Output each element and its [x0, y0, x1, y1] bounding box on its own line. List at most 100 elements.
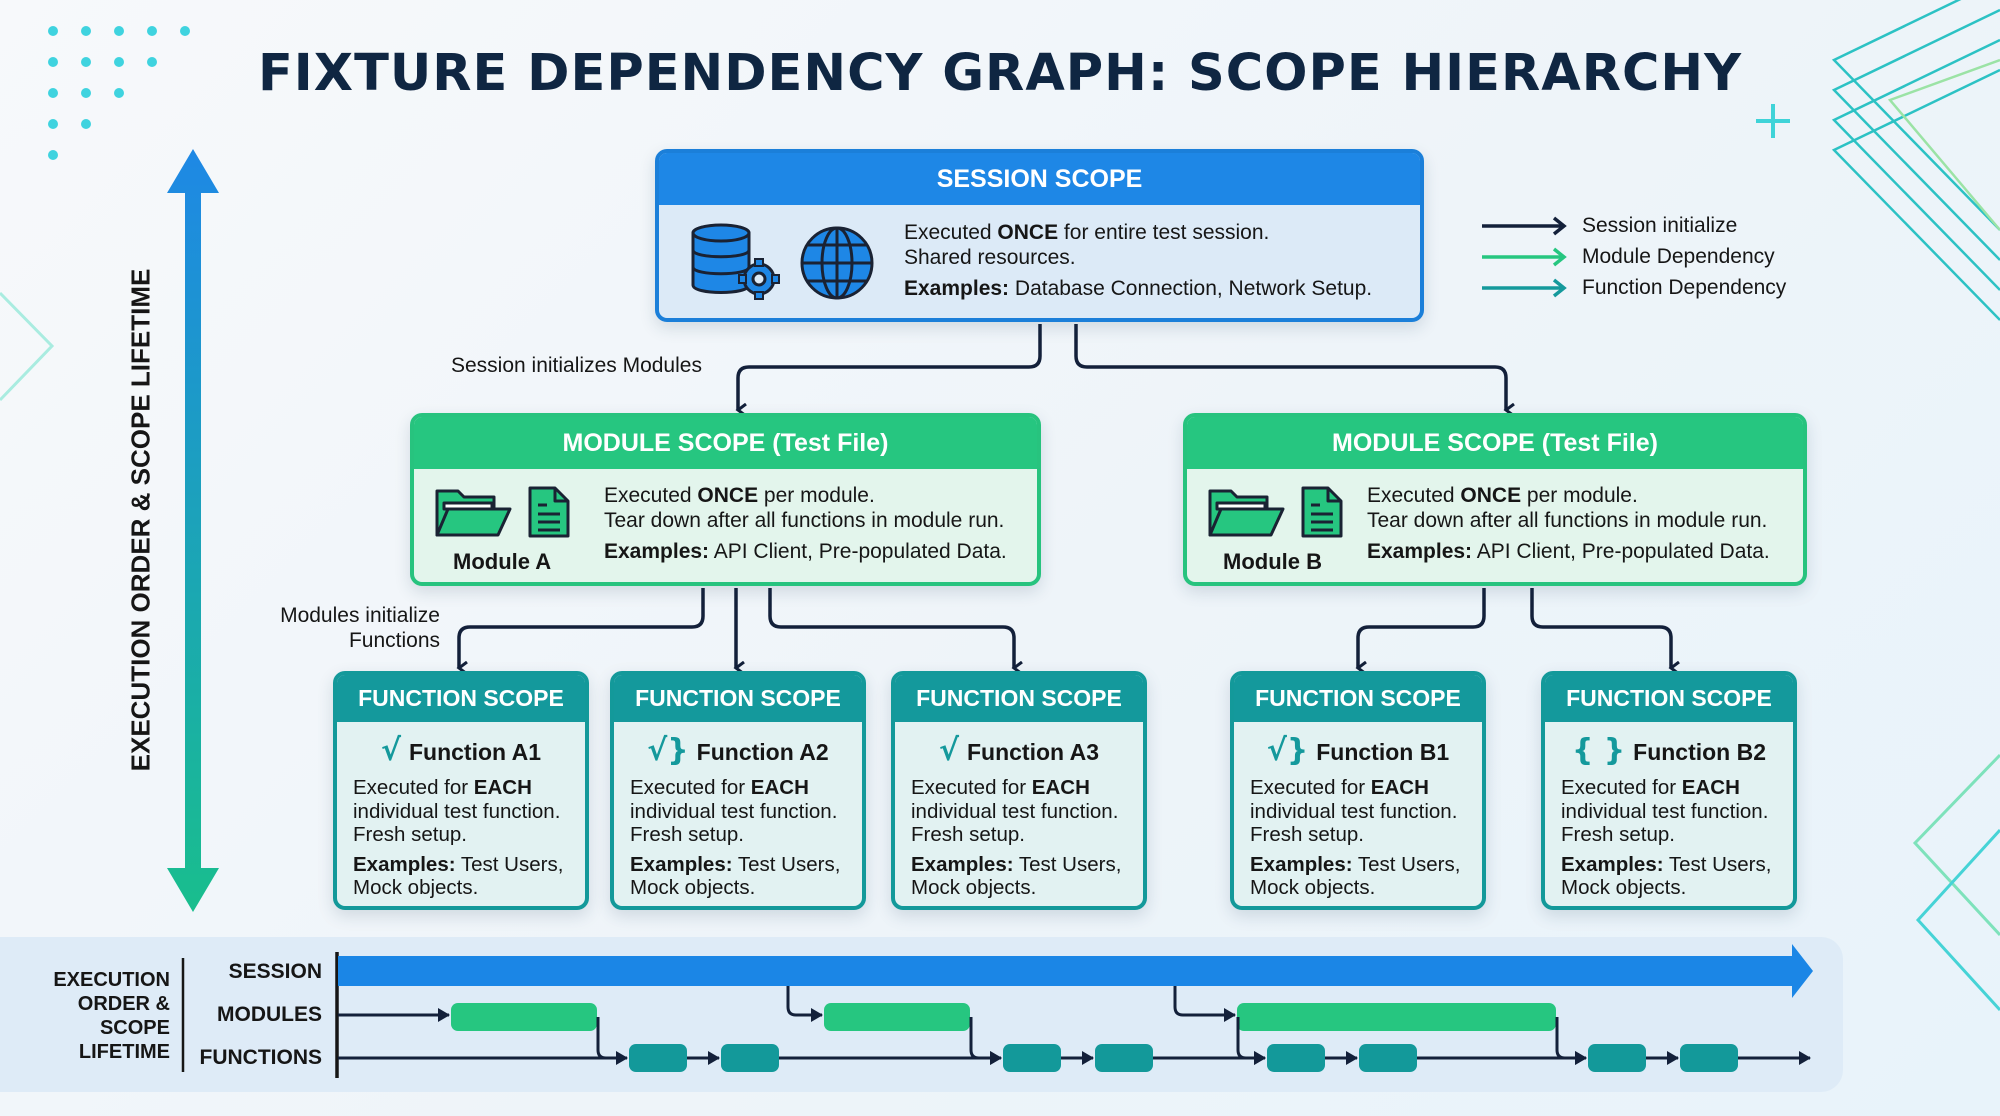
module-description: Executed ONCE per module. Tear down afte…	[604, 484, 1007, 563]
folder-icon	[435, 489, 512, 537]
decoration-dot	[180, 26, 190, 36]
document-icon	[528, 486, 570, 538]
module-scope-header: MODULE SCOPE (Test File)	[414, 417, 1037, 469]
function-title: √Function A1	[337, 733, 585, 768]
arrow-module-b-to-function-b1	[1358, 588, 1486, 668]
function-scope-header: FUNCTION SCOPE	[337, 675, 585, 722]
legend-item-module: Module Dependency	[1480, 241, 1786, 272]
function-description: Executed for EACH individual test functi…	[353, 776, 564, 899]
globe-icon	[800, 226, 874, 300]
function-glyph-icon: { }	[1571, 733, 1626, 768]
arrow-icon-module	[1482, 247, 1567, 266]
decoration-dot	[147, 26, 157, 36]
session-description: Executed ONCE for entire test session. S…	[904, 221, 1373, 300]
annotation-session-initializes-modules: Session initializes Modules	[451, 354, 702, 377]
arrow-module-a-to-function-a1	[459, 588, 705, 668]
decoration-dot	[147, 57, 157, 67]
decoration-dot	[81, 88, 91, 98]
legend-item-function: Function Dependency	[1480, 272, 1786, 303]
function-scope-header: FUNCTION SCOPE	[1545, 675, 1793, 722]
function-lifetime-block-4	[1095, 1044, 1153, 1072]
arrow-module-a-to-function-a3	[768, 588, 1014, 668]
function-scope-header: FUNCTION SCOPE	[614, 675, 862, 722]
function-lifetime-block-6	[1359, 1044, 1417, 1072]
function-lifetime-block-1	[629, 1044, 687, 1072]
function-description: Executed for EACH individual test functi…	[1561, 776, 1772, 899]
timeline-connector	[596, 1017, 627, 1060]
function-name: Function B1	[1316, 739, 1450, 765]
document-icon	[1301, 486, 1343, 538]
decoration-dot	[48, 150, 58, 160]
function-scope-header: FUNCTION SCOPE	[1234, 675, 1482, 722]
function-lifetime-block-2	[721, 1044, 779, 1072]
chevron-lines-top-right	[1831, 0, 2000, 321]
folder-icon	[1208, 489, 1285, 537]
vertical-double-arrow	[167, 149, 219, 912]
function-scope-card-b2: FUNCTION SCOPE { } Function B2 Executed f…	[1541, 671, 1797, 910]
function-title: √} Function A2	[614, 733, 862, 768]
function-name: Function A1	[408, 739, 542, 765]
function-title: √ Function A3	[895, 733, 1143, 768]
decoration-dot	[48, 57, 58, 67]
timeline-arrow	[969, 1017, 1002, 1065]
timeline-arrow	[1173, 986, 1236, 1022]
page-title: FIXTURE DEPENDENCY GRAPH: SCOPE HIERARCH…	[257, 44, 1743, 103]
function-title: { } Function B2	[1545, 733, 1793, 768]
module-description: Executed ONCE per module. Tear down afte…	[1367, 484, 1770, 563]
function-scope-header: FUNCTION SCOPE	[895, 675, 1143, 722]
decoration-dot	[48, 119, 58, 129]
plus-icon	[1756, 104, 1790, 138]
decoration-dot	[48, 88, 58, 98]
function-lifetime-block-3	[1003, 1044, 1061, 1072]
timeline-arrow	[786, 986, 823, 1022]
module-lifetime-bar-1	[451, 1003, 597, 1031]
chevron-lines-bottom-right	[1912, 753, 2000, 1012]
decoration-dot	[114, 26, 124, 36]
timeline-row-functions: FUNCTIONS	[199, 1046, 323, 1069]
arrow-icon-session	[1482, 216, 1567, 235]
chevron-line-left	[0, 291, 55, 402]
function-glyph-icon: √}	[647, 733, 689, 768]
timeline-title: EXECUTION ORDER & SCOPE LIFETIME	[53, 969, 170, 1063]
database-gear-icon	[691, 223, 780, 300]
decoration-dot	[114, 88, 124, 98]
function-glyph-icon: √	[938, 733, 959, 768]
function-name: Function B2	[1633, 739, 1767, 765]
module-lifetime-bar-2	[824, 1003, 970, 1031]
timeline-row-modules: MODULES	[217, 1003, 322, 1026]
arrow-session-to-module-b	[1074, 324, 1506, 410]
session-scope-card: SESSION SCOPE Executed ONCE for entire t…	[655, 149, 1424, 322]
module-name: Module B	[1223, 549, 1322, 574]
module-lifetime-bar-3	[1237, 1003, 1556, 1031]
annotation-modules-initialize-functions: Modules initialize Functions	[280, 604, 440, 652]
function-lifetime-block-5	[1267, 1044, 1325, 1072]
timeline-arrow	[1555, 1017, 1587, 1065]
function-scope-card-a2: FUNCTION SCOPE √} Function A2 Executed fo…	[610, 671, 866, 910]
timeline-row-session: SESSION	[228, 960, 322, 983]
module-name: Module A	[453, 549, 552, 574]
function-lifetime-block-8	[1680, 1044, 1738, 1072]
module-scope-card-a: MODULE SCOPE (Test File) Module A Execut…	[410, 413, 1041, 586]
function-scope-card-b1: FUNCTION SCOPE √}Function B1 Executed fo…	[1230, 671, 1486, 910]
arrow-icon-function	[1482, 278, 1567, 297]
decoration-dot	[48, 26, 58, 36]
function-scope-card-a3: FUNCTION SCOPE √ Function A3 Executed for…	[891, 671, 1147, 910]
function-lifetime-block-7	[1588, 1044, 1646, 1072]
dot-grid-decoration	[48, 26, 190, 160]
decoration-dot	[81, 119, 91, 129]
arrow-session-to-module-a	[738, 324, 1042, 410]
function-name: Function A2	[696, 739, 829, 765]
decoration-dot	[114, 57, 124, 67]
function-title: √}Function B1	[1234, 733, 1482, 768]
session-scope-header: SESSION SCOPE	[659, 153, 1420, 205]
function-description: Executed for EACH individual test functi…	[630, 776, 841, 899]
function-scope-card-a1: FUNCTION SCOPE √Function A1 Executed for…	[333, 671, 589, 910]
module-scope-header: MODULE SCOPE (Test File)	[1187, 417, 1803, 469]
decoration-dot	[81, 26, 91, 36]
legend: Session initialize Module Dependency Fun…	[1480, 210, 1786, 303]
function-description: Executed for EACH individual test functi…	[911, 776, 1122, 899]
function-name: Function A3	[966, 739, 1100, 765]
